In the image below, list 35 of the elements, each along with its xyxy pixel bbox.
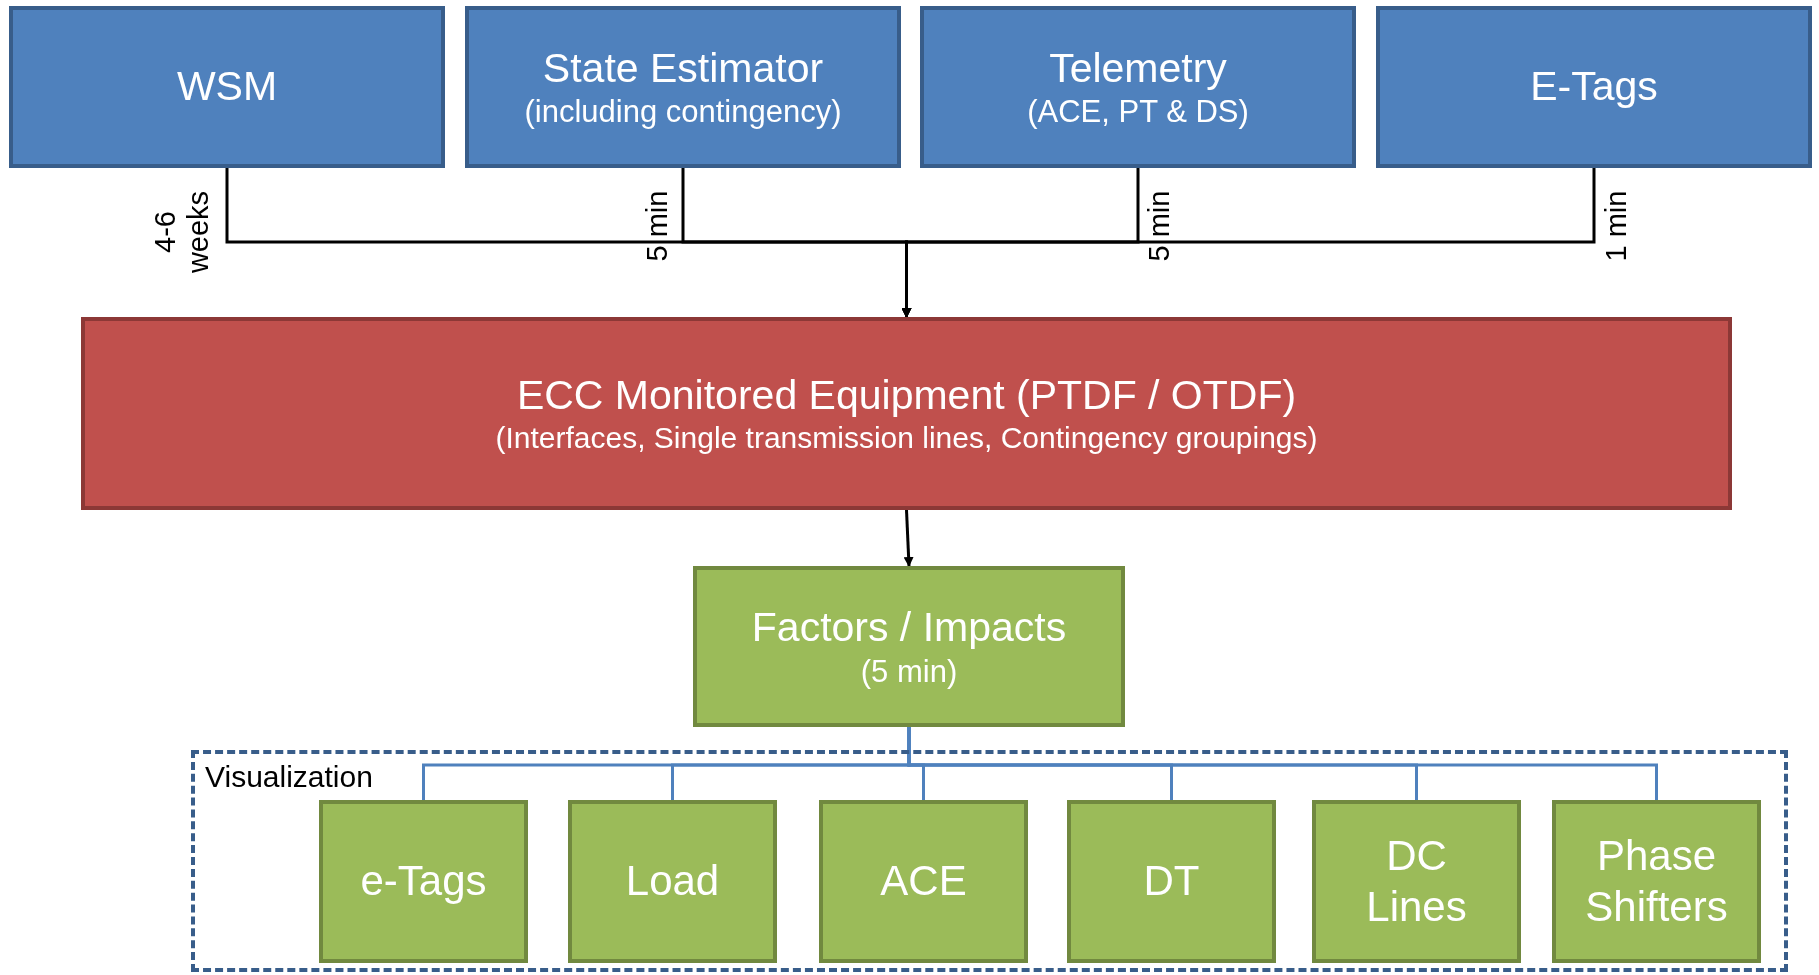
arrow <box>901 168 1596 318</box>
output-box <box>1067 800 1276 963</box>
source-box <box>1376 6 1812 168</box>
output-box <box>693 566 1125 727</box>
box-title: State Estimator <box>542 43 824 93</box>
output-box <box>819 800 1028 963</box>
box-subtitle: (5 min) <box>860 652 958 690</box>
box-title: E-Tags <box>1530 62 1658 112</box>
duration-label: 4-6 weeks <box>148 189 215 276</box>
output-box <box>1552 800 1761 963</box>
box-title: Phase Shifters <box>1584 831 1729 932</box>
process-box <box>81 317 1732 510</box>
box-title: e-Tags <box>359 856 488 907</box>
box-title: ECC Monitored Equipment (PTDF / OTDF) <box>516 370 1297 420</box>
group-frame <box>191 750 1788 972</box>
box-title: DT <box>1142 856 1201 907</box>
duration-label: 5 min <box>1143 189 1177 264</box>
box-title: Load <box>624 856 721 907</box>
box-subtitle: (including contingency) <box>524 93 842 131</box>
box-subtitle: (ACE, PT & DS) <box>1027 93 1249 131</box>
output-box <box>1312 800 1521 963</box>
box-title: Telemetry <box>1049 43 1227 93</box>
output-box <box>568 800 777 963</box>
duration-label: 5 min <box>641 189 675 264</box>
arrow <box>903 509 914 567</box>
output-box <box>319 800 528 963</box>
box-subtitle: (Interfaces, Single transmission lines, Contingency groupings) <box>495 420 1318 457</box>
box-title: WSM <box>176 62 278 112</box>
box-title: DC Lines <box>1365 831 1468 932</box>
source-box <box>920 6 1356 168</box>
duration-label: 1 min <box>1600 189 1634 264</box>
box-title: Factors / Impacts <box>751 603 1067 653</box>
source-box <box>465 6 901 168</box>
box-title: ACE <box>879 856 968 907</box>
source-box <box>9 6 445 168</box>
